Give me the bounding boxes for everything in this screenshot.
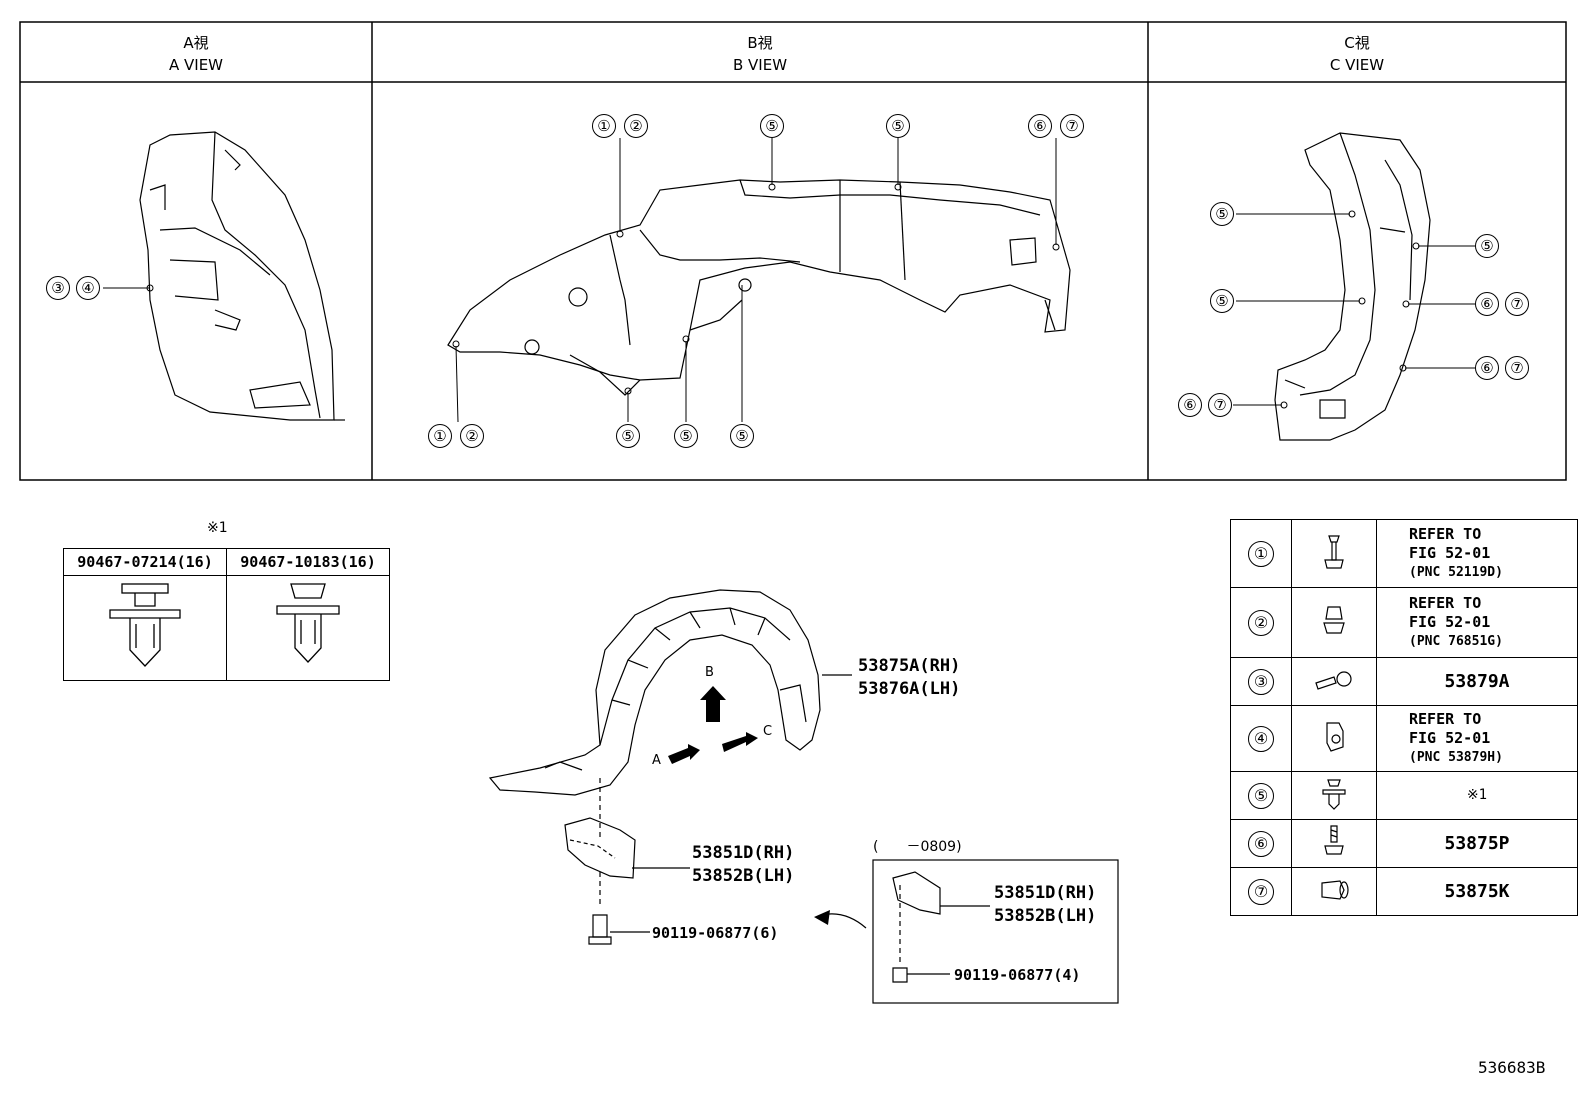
a-view-drawing	[139, 131, 345, 421]
direction-a-label: A	[652, 753, 661, 768]
callout-b-1-bot: ①	[428, 424, 452, 448]
legend-text: FIG 52-01	[1409, 613, 1491, 631]
legend-text: (PNC 76851G)	[1409, 634, 1503, 649]
callout-b-2-bot: ②	[460, 424, 484, 448]
legend-num: ④	[1248, 725, 1274, 752]
push-clip-icon	[1322, 778, 1346, 810]
a-view-title-jp: A視	[183, 34, 209, 52]
callout-a-4: ④	[76, 276, 100, 300]
legend-row: ⑤ ※1	[1230, 771, 1578, 820]
c-view-title-en: C VIEW	[1329, 56, 1385, 74]
callout-c-6-right-a: ⑥	[1475, 292, 1499, 316]
callout-b-5-bot-3: ⑤	[730, 424, 754, 448]
c-view-header: C視 C VIEW	[1148, 32, 1566, 76]
b-view-header: B視 B VIEW	[372, 32, 1148, 76]
nut-clip-icon	[1323, 605, 1345, 634]
part-inset-bolt: 90119-06877(4)	[954, 966, 1081, 984]
part-bracket-rh: 53851D(RH)	[692, 843, 795, 863]
a-view-header: A視 A VIEW	[20, 32, 372, 76]
direction-c-label: C	[763, 724, 773, 739]
part-inset-lh: 53852B(LH)	[994, 906, 1097, 926]
clips-table: 90467-07214(16) 90467-10183(16)	[63, 548, 390, 681]
clip-header-2: 90467-10183(16)	[226, 548, 390, 576]
legend-row: ⑦ 53875K	[1230, 867, 1578, 916]
legend-text: ※1	[1466, 787, 1488, 803]
legend-text: 53879A	[1444, 671, 1510, 692]
grommet-nut-icon	[1321, 879, 1349, 900]
b-view-drawing	[447, 179, 1071, 396]
legend-text: REFER TO	[1409, 710, 1482, 728]
b-view-title-jp: B視	[747, 34, 773, 52]
legend-num: ①	[1248, 540, 1274, 567]
callout-a-3: ③	[46, 276, 70, 300]
part-bolt: 90119-06877(6)	[652, 924, 779, 942]
legend-num: ③	[1248, 668, 1274, 695]
clip-header-1: 90467-07214(16)	[63, 548, 227, 576]
screw-grommet-icon	[1324, 534, 1344, 569]
callout-c-5-a: ⑤	[1210, 202, 1234, 226]
a-view-title-en: A VIEW	[168, 56, 224, 74]
part-liner-rh: 53875A(RH)	[858, 656, 961, 676]
callout-c-7-right-b: ⑦	[1505, 356, 1529, 380]
push-clip-icon-2	[276, 583, 340, 663]
screw-icon	[1324, 824, 1344, 855]
callout-c-5-b: ⑤	[1210, 289, 1234, 313]
clip-cell-1	[63, 575, 227, 681]
callout-c-6-left: ⑥	[1178, 393, 1202, 417]
rivet-icon	[1315, 670, 1352, 690]
legend-row: ⑥ 53875P	[1230, 819, 1578, 868]
callout-b-7: ⑦	[1060, 114, 1084, 138]
part-bracket-lh: 53852B(LH)	[692, 866, 795, 886]
callout-b-5-top-2: ⑤	[886, 114, 910, 138]
legend-text: FIG 52-01	[1409, 729, 1491, 747]
callout-b-5-top-1: ⑤	[760, 114, 784, 138]
legend-row: ③ 53879A	[1230, 657, 1578, 706]
callout-b-2-top: ②	[624, 114, 648, 138]
figure-code: 536683B	[1478, 1058, 1546, 1077]
callout-b-1-top: ①	[592, 114, 616, 138]
c-view-drawing	[1274, 132, 1431, 441]
clip-cell-2	[226, 575, 390, 681]
views-panel	[19, 21, 1567, 481]
legend-text: 53875K	[1444, 881, 1510, 902]
legend-text: (PNC 52119D)	[1409, 565, 1503, 580]
part-liner-lh: 53876A(LH)	[858, 679, 961, 699]
legend-text: REFER TO	[1409, 594, 1482, 612]
legend-text: FIG 52-01	[1409, 544, 1491, 562]
part-inset-rh: 53851D(RH)	[994, 883, 1097, 903]
callout-b-6: ⑥	[1028, 114, 1052, 138]
callout-b-5-bot-2: ⑤	[674, 424, 698, 448]
legend-text: 53875P	[1444, 833, 1510, 854]
callout-b-5-bot-1: ⑤	[616, 424, 640, 448]
inset-date-range: ( －0809)	[873, 839, 962, 855]
direction-b-label: B	[705, 665, 714, 680]
callout-c-5-right: ⑤	[1475, 234, 1499, 258]
legend-text: REFER TO	[1409, 525, 1482, 543]
legend-num: ⑦	[1248, 878, 1274, 905]
clip-nut-icon	[1326, 721, 1344, 752]
legend-num: ②	[1248, 609, 1274, 636]
c-view-title-jp: C視	[1344, 34, 1370, 52]
fender-liner-drawing	[488, 589, 1119, 1004]
callout-c-7-left: ⑦	[1208, 393, 1232, 417]
legend-num: ⑥	[1248, 830, 1274, 857]
push-clip-icon	[109, 583, 181, 667]
clips-note-mark: ※1	[207, 520, 228, 536]
b-view-title-en: B VIEW	[732, 56, 788, 74]
callout-c-7-right-a: ⑦	[1505, 292, 1529, 316]
callout-c-6-right-b: ⑥	[1475, 356, 1499, 380]
legend-text: (PNC 53879H)	[1409, 750, 1503, 765]
legend-num: ⑤	[1248, 782, 1274, 809]
